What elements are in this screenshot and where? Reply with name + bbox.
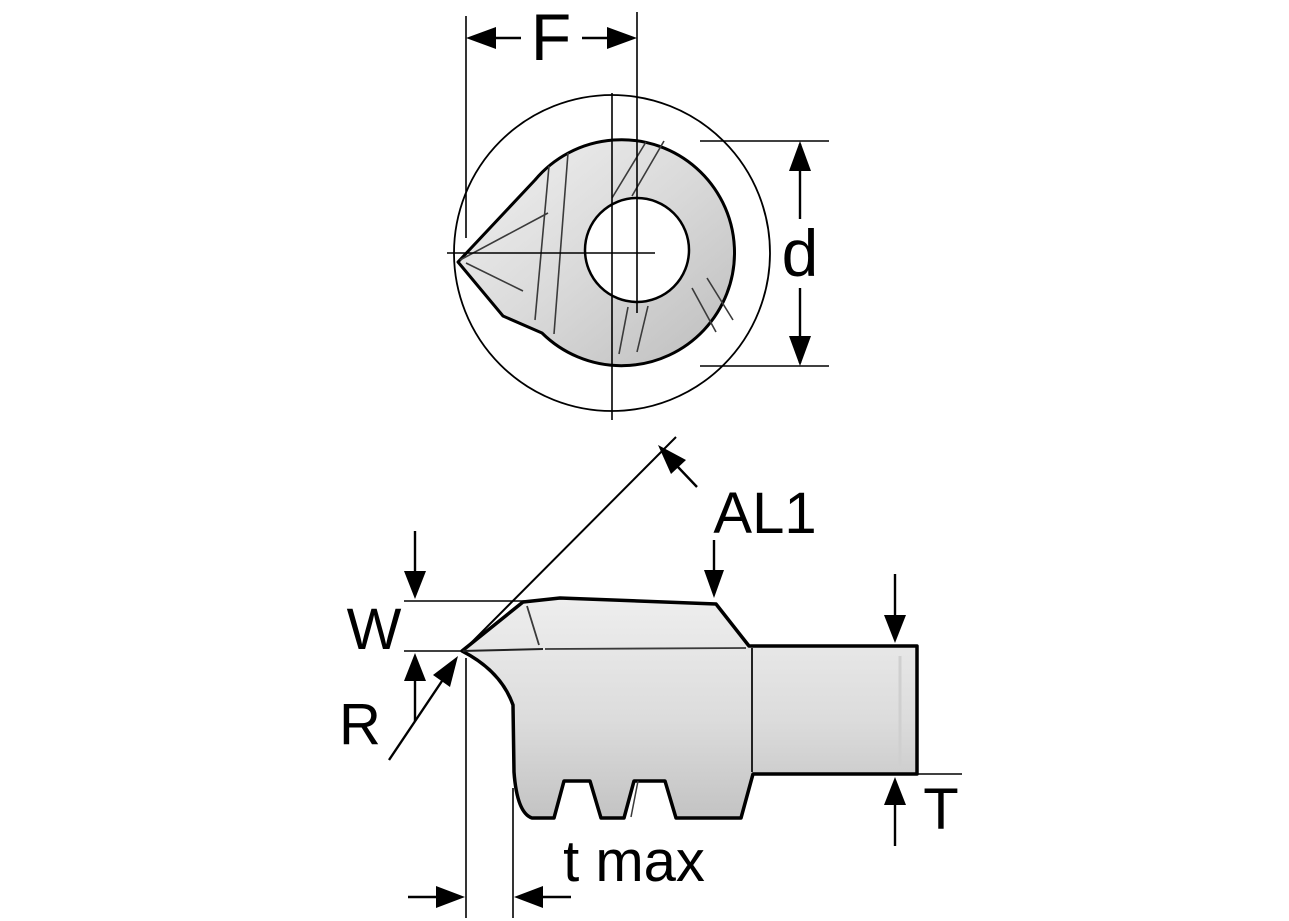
arrowhead-right bbox=[436, 886, 465, 908]
label-T: T bbox=[923, 777, 958, 842]
facet-line bbox=[534, 165, 550, 321]
arrowhead-down bbox=[404, 571, 426, 599]
cutting-edge-line bbox=[461, 648, 544, 652]
dimension-W: W bbox=[347, 531, 540, 721]
tip-facet-line bbox=[459, 212, 549, 261]
arrowhead-left bbox=[466, 27, 496, 49]
centerlines bbox=[447, 93, 655, 420]
top-view bbox=[447, 93, 771, 420]
arrowhead-up bbox=[789, 141, 811, 171]
arrowhead-right bbox=[607, 27, 637, 49]
facet-lines bbox=[459, 140, 734, 355]
arrowhead-down bbox=[789, 336, 811, 366]
dimension-F: F bbox=[465, 0, 638, 313]
facet-line bbox=[691, 287, 717, 333]
label-W: W bbox=[347, 597, 402, 662]
dimension-AL1: AL1 bbox=[466, 436, 817, 648]
label-AL1: AL1 bbox=[713, 481, 816, 546]
label-t-max: t max bbox=[563, 829, 705, 894]
notch-edge-line bbox=[630, 780, 639, 818]
arrowhead-down bbox=[884, 615, 906, 643]
angle-construction-line bbox=[466, 436, 677, 648]
dimension-T: T bbox=[884, 574, 962, 846]
tip-facet-line bbox=[465, 262, 524, 292]
label-d: d bbox=[782, 216, 819, 290]
dimension-d: d bbox=[700, 140, 829, 367]
facet-line bbox=[618, 306, 629, 355]
arrowhead-left bbox=[514, 886, 543, 908]
arrowhead-to-surface bbox=[704, 570, 724, 598]
arrowhead-up bbox=[404, 653, 426, 681]
dimension-t-max: t max bbox=[408, 658, 705, 918]
arrowhead-to-angle-line bbox=[658, 445, 686, 474]
facet-line bbox=[553, 152, 569, 335]
top-face-back-edge-line bbox=[544, 647, 747, 650]
side-detail-lines bbox=[461, 605, 902, 818]
label-R: R bbox=[339, 692, 381, 757]
insert-body-side-view bbox=[460, 596, 919, 820]
facet-line bbox=[706, 277, 734, 321]
arrowhead-to-tip-radius bbox=[433, 656, 458, 687]
dimension-R: R bbox=[339, 656, 458, 761]
arrowhead-up bbox=[884, 777, 906, 805]
leader-line bbox=[677, 466, 698, 488]
side-view bbox=[460, 596, 919, 820]
label-F: F bbox=[531, 0, 571, 74]
facet-line bbox=[611, 141, 647, 199]
leader-line bbox=[388, 680, 443, 761]
chipbreaker-edge-line bbox=[526, 605, 540, 646]
facet-line bbox=[636, 305, 649, 353]
